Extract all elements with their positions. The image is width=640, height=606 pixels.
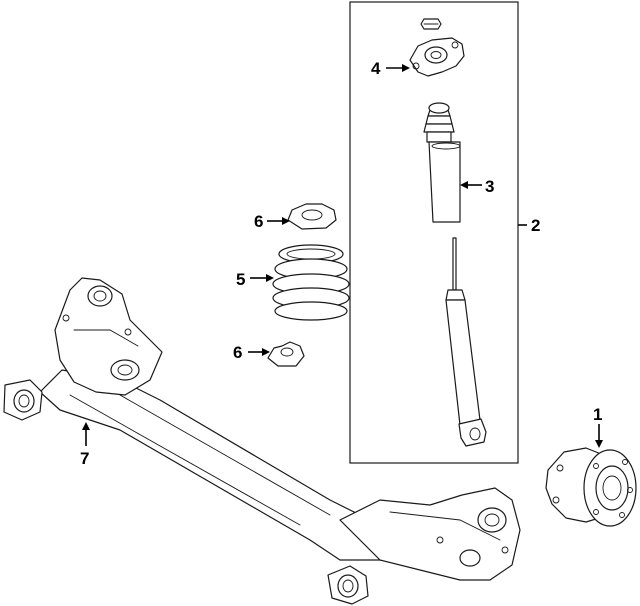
callout-3: 3 <box>485 177 494 196</box>
callout-1-arrow <box>595 440 603 448</box>
callout-6-upper-arrow <box>282 217 290 225</box>
callout-6-upper: 6 <box>254 212 263 231</box>
callout-6-lower-arrow <box>262 348 270 356</box>
dust-boot: 3 <box>423 102 494 223</box>
shock-absorber <box>445 237 487 447</box>
callout-1: 1 <box>593 405 602 424</box>
callout-5-arrow <box>266 274 274 282</box>
upper-spring-seat: 6 <box>254 203 337 231</box>
shock-assembly-group: 2 <box>349 1 540 464</box>
callout-2: 2 <box>531 216 540 235</box>
shock-assembly-box <box>349 1 519 464</box>
callout-4: 4 <box>371 59 381 78</box>
callout-7-arrow <box>82 422 90 430</box>
callout-3-arrow <box>460 181 468 189</box>
callout-6-lower: 6 <box>233 343 242 362</box>
callout-7: 7 <box>80 449 89 468</box>
hub-bearing: 1 <box>545 405 637 527</box>
callout-4-arrow <box>402 64 410 72</box>
coil-spring: 5 <box>236 244 350 321</box>
rear-axle-beam: 7 <box>3 277 521 605</box>
callout-5: 5 <box>236 270 245 289</box>
upper-mount: 4 <box>371 18 465 78</box>
lower-spring-seat: 6 <box>233 341 305 367</box>
